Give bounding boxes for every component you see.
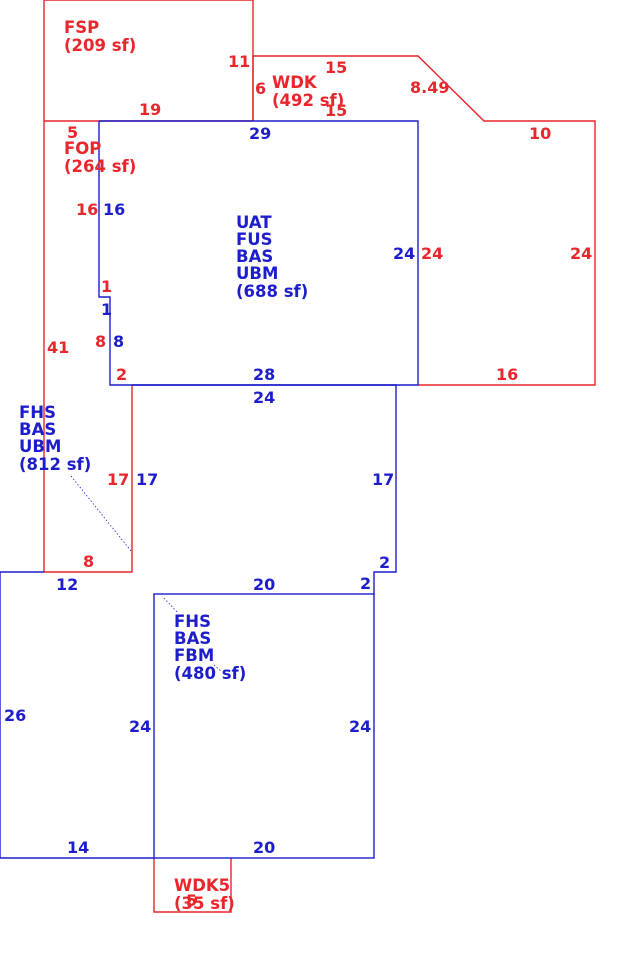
dim-red: 5 — [186, 891, 197, 910]
dim-blue: 14 — [67, 838, 89, 857]
dim-blue: 17 — [372, 470, 394, 489]
uat-outline — [98, 120, 419, 386]
dim-blue: 24 — [253, 388, 275, 407]
dim-blue: 17 — [136, 470, 158, 489]
dim-blue: 2 — [360, 574, 371, 593]
dim-blue: 24 — [129, 717, 151, 736]
fhs-fbm-label: FHS BAS FBM (480 sf) — [174, 612, 246, 683]
dim-red: 15 — [325, 101, 347, 120]
leader-line-2 — [163, 597, 179, 614]
uat-label: UAT FUS BAS UBM (688 sf) — [236, 213, 308, 301]
dim-red: 16 — [496, 365, 518, 384]
dim-blue: 26 — [4, 706, 26, 725]
dim-red: 19 — [139, 100, 161, 119]
dim-red: 10 — [529, 124, 551, 143]
wdk5-outline — [153, 858, 232, 913]
dim-blue: 20 — [253, 575, 275, 594]
dim-red: 8 — [83, 552, 94, 571]
dim-red: 8.49 — [410, 78, 449, 97]
dim-red: 15 — [325, 58, 347, 77]
dim-blue: 24 — [349, 717, 371, 736]
dim-red: 24 — [570, 244, 592, 263]
dim-blue: 28 — [253, 365, 275, 384]
dim-red: 16 — [76, 200, 98, 219]
dim-red: 17 — [107, 470, 129, 489]
left-lower-outline — [0, 571, 154, 859]
dim-blue: 2 — [379, 553, 390, 572]
dim-red: 24 — [421, 244, 443, 263]
fhs-fbm-outline — [153, 593, 375, 859]
dim-red: 6 — [255, 79, 266, 98]
dim-blue: 8 — [113, 332, 124, 351]
fop-outline — [43, 120, 253, 573]
wdk-label: WDK (492 sf) — [272, 73, 344, 110]
dim-red: 41 — [47, 338, 69, 357]
fop-label: FOP (264 sf) — [64, 139, 136, 176]
dim-blue: 20 — [253, 838, 275, 857]
wdk5-label: WDK5 (35 sf) — [174, 876, 236, 913]
dim-blue: 16 — [103, 200, 125, 219]
dim-red: 5 — [67, 123, 78, 142]
fhs-ubm-outline — [132, 384, 397, 594]
dim-red: 1 — [101, 277, 112, 296]
dim-red: 2 — [116, 365, 127, 384]
dim-blue: 24 — [393, 244, 415, 263]
fhs-ubm-label: FHS BAS UBM (812 sf) — [19, 403, 91, 474]
dim-red: 11 — [228, 52, 250, 71]
dim-blue: 1 — [101, 300, 112, 319]
dim-blue: 29 — [249, 124, 271, 143]
dim-red: 8 — [95, 332, 106, 351]
wdk-outline — [252, 55, 596, 386]
fsp-label: FSP (209 sf) — [64, 18, 136, 55]
dim-blue: 12 — [56, 575, 78, 594]
